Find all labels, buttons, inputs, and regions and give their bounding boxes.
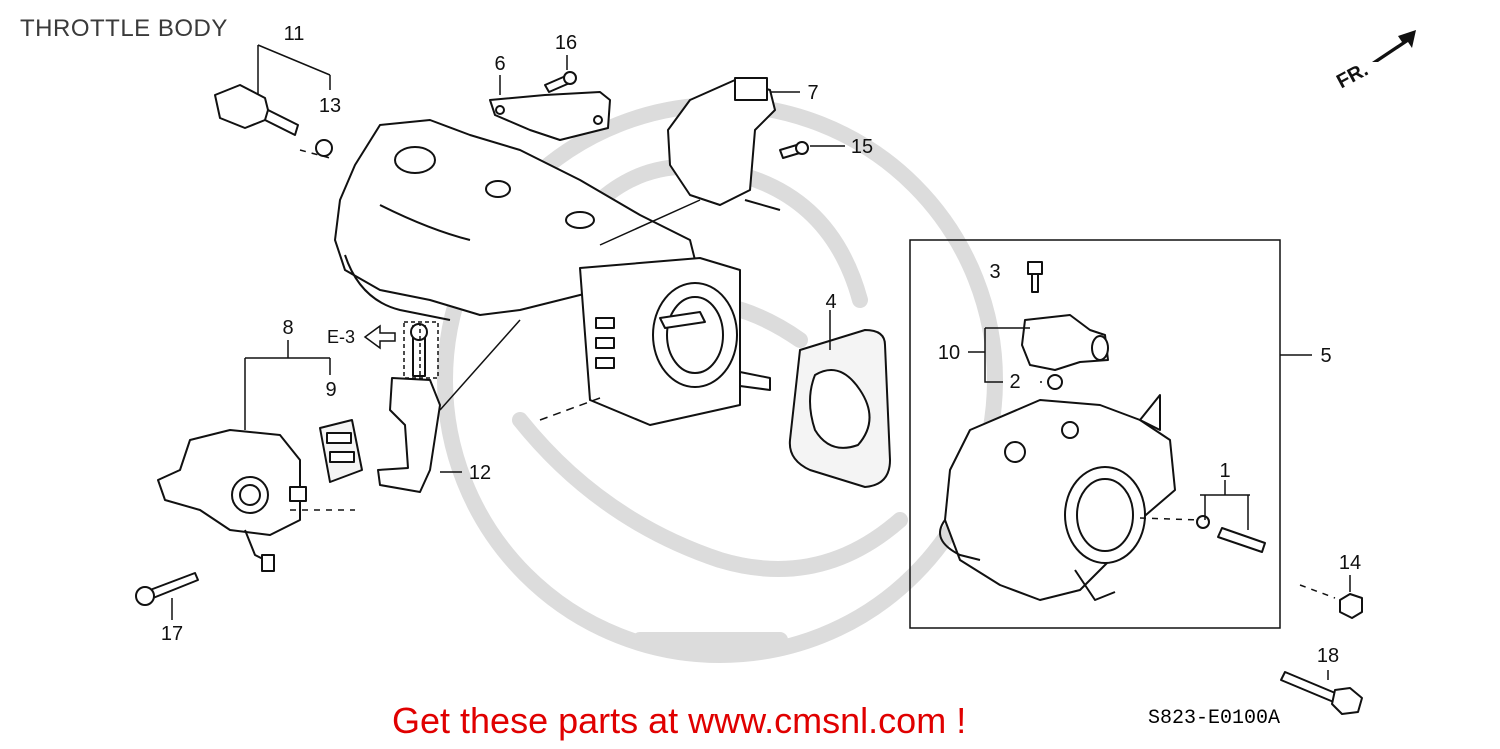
callout-11: 11 xyxy=(284,23,305,45)
promo-text: Get these parts at www.cmsnl.com ! xyxy=(392,700,967,741)
idle-air-control-valve[interactable] xyxy=(157,429,307,572)
callout-7: 7 xyxy=(807,82,818,104)
reference-arrow-icon xyxy=(363,324,396,350)
callout-12: 12 xyxy=(469,462,491,484)
callout-14: 14 xyxy=(1339,552,1361,574)
front-direction-arrow-icon xyxy=(1372,30,1416,62)
throttle-adapter-block[interactable] xyxy=(579,257,771,426)
bolt-1[interactable] xyxy=(1217,527,1266,553)
throttle-body[interactable] xyxy=(939,394,1176,601)
callout-3: 3 xyxy=(989,261,1000,283)
iac-gasket[interactable] xyxy=(319,419,363,483)
diagram-code: S823-E0100A xyxy=(1148,707,1281,730)
nut-14[interactable] xyxy=(1339,593,1363,619)
bolt-3[interactable] xyxy=(1027,261,1043,293)
callout-18: 18 xyxy=(1317,645,1339,667)
temperature-sensor[interactable] xyxy=(214,84,299,136)
bolt-18[interactable] xyxy=(1280,671,1363,715)
throttle-position-sensor[interactable] xyxy=(1021,314,1109,371)
stay-bracket[interactable] xyxy=(489,91,611,141)
callout-8: 8 xyxy=(282,317,293,339)
map-sensor[interactable] xyxy=(667,77,781,211)
callout-4: 4 xyxy=(825,291,836,313)
bolt-15[interactable] xyxy=(779,141,809,159)
callout-9: 9 xyxy=(325,379,336,401)
callout-17: 17 xyxy=(161,623,183,645)
callout-13: 13 xyxy=(319,95,341,117)
callout-10: 10 xyxy=(938,342,960,364)
reference-label: E-3 xyxy=(327,327,355,347)
callout-6: 6 xyxy=(494,53,505,75)
gasket[interactable] xyxy=(788,329,891,488)
sealing-washer[interactable] xyxy=(315,139,333,157)
bolt-17[interactable] xyxy=(135,572,199,606)
bolt-16[interactable] xyxy=(544,71,577,93)
front-marker-label: FR. xyxy=(1333,59,1372,94)
callout-1: 1 xyxy=(1219,460,1230,482)
washer-1[interactable] xyxy=(1196,515,1210,529)
diagram-title: THROTTLE BODY xyxy=(20,15,228,42)
callout-5: 5 xyxy=(1320,345,1331,367)
harness-bracket[interactable] xyxy=(377,323,441,493)
callout-16: 16 xyxy=(555,32,577,54)
callout-2: 2 xyxy=(1009,371,1020,393)
callout-15: 15 xyxy=(851,136,873,158)
washer-2[interactable] xyxy=(1047,374,1063,390)
